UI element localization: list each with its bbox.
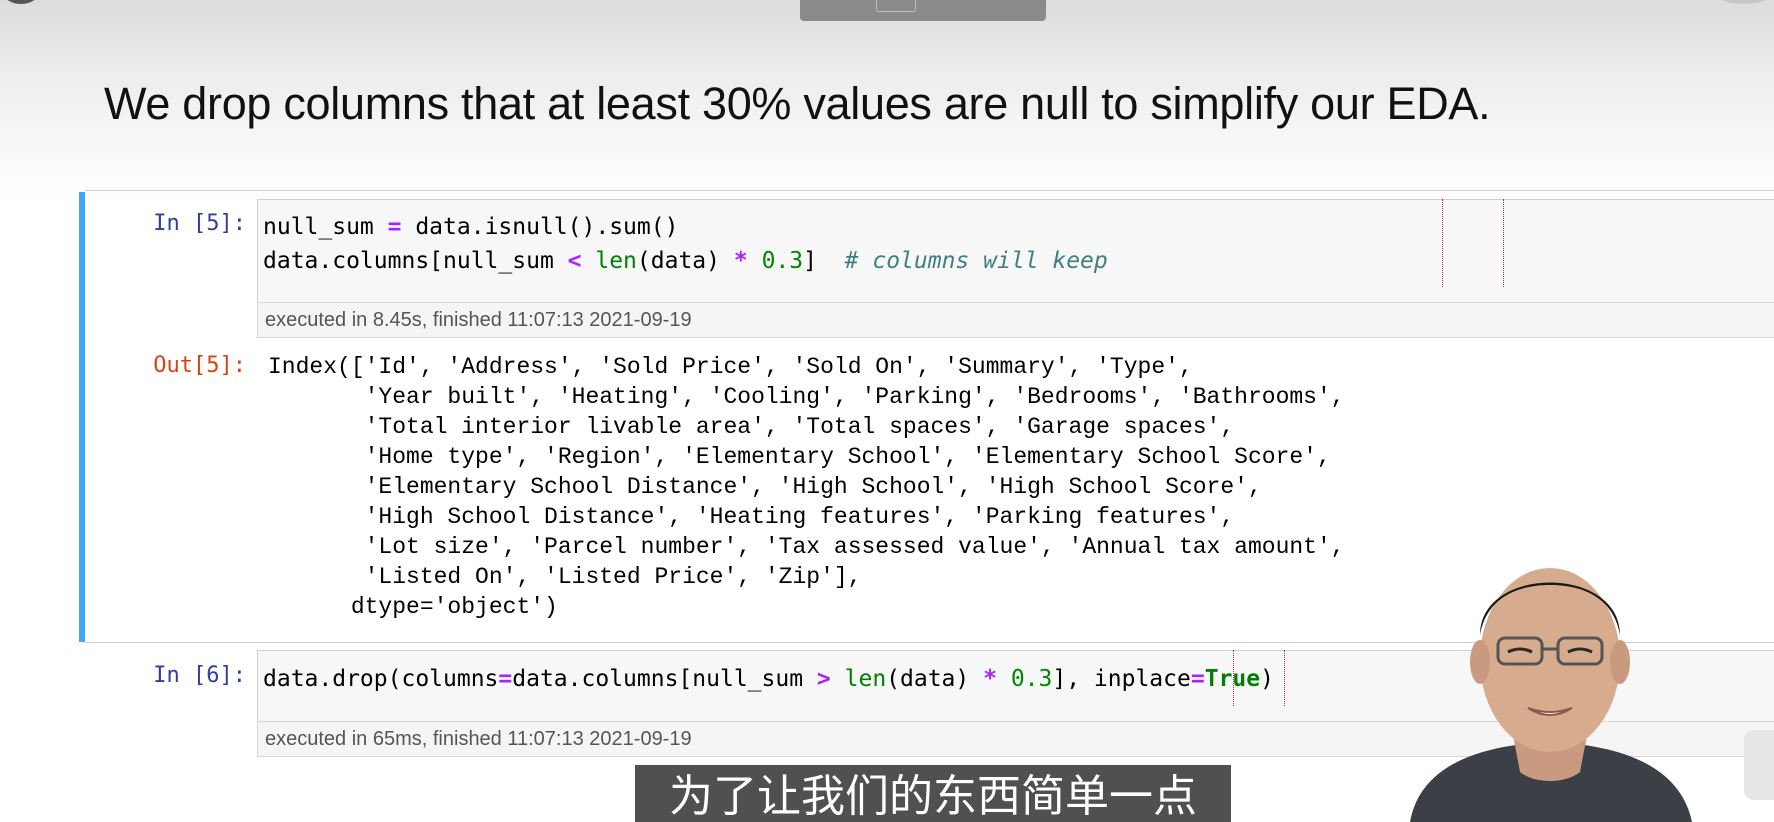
code-token: ]	[803, 248, 845, 274]
slide-background	[0, 0, 1774, 200]
ruler-line	[1442, 199, 1443, 287]
code-token	[582, 248, 596, 274]
code-comment: # columns will keep	[844, 248, 1108, 274]
selected-cell-indicator	[79, 192, 85, 642]
video-subtitle: 为了让我们的东西简单一点	[635, 765, 1231, 822]
side-handle[interactable]	[1744, 730, 1774, 800]
code-builtin: len	[844, 666, 887, 692]
cell-5-output-prompt: Out[5]:	[153, 353, 246, 378]
code-operator: =	[387, 214, 402, 240]
code-token: data.isnull().sum()	[401, 214, 679, 240]
code-token: (data)	[886, 666, 984, 692]
window-control-icon	[0, 0, 42, 4]
code-line-2: data.columns[null_sum < len(data) * 0.3]…	[263, 248, 1108, 274]
ruler-line	[1503, 199, 1504, 287]
code-number: 0.3	[1010, 666, 1053, 692]
code-operator: <	[567, 248, 582, 274]
code-token: (data)	[636, 248, 734, 274]
cell-6-code: data.drop(columns=data.columns[null_sum …	[263, 662, 1274, 696]
slide-headline: We drop columns that at least 30% values…	[104, 78, 1491, 129]
code-line-1: data.drop(columns=data.columns[null_sum …	[263, 666, 1274, 692]
toolbar-tab[interactable]	[800, 0, 1046, 21]
code-keyword: True	[1204, 666, 1261, 692]
code-token: ], inplace	[1052, 666, 1191, 692]
code-operator: =	[498, 666, 513, 692]
code-builtin: len	[595, 248, 637, 274]
code-operator: =	[1190, 666, 1205, 692]
code-token: )	[1260, 666, 1274, 692]
selected-cell-frame[interactable]	[85, 190, 1774, 643]
cell-5-execution-info: executed in 8.45s, finished 11:07:13 202…	[257, 302, 1774, 338]
cell-5-code-editor[interactable]	[257, 199, 1774, 303]
ruler-line	[1284, 650, 1285, 706]
cell-6-input-prompt: In [6]:	[153, 663, 246, 688]
code-token: null_sum	[263, 214, 388, 240]
cell-5-code: null_sum = data.isnull().sum() data.colu…	[263, 210, 1108, 278]
code-operator: *	[983, 666, 997, 692]
code-operator: *	[733, 248, 748, 274]
code-token	[748, 248, 762, 274]
code-token	[831, 666, 845, 692]
code-number: 0.3	[761, 248, 804, 274]
code-token	[997, 666, 1011, 692]
code-token: data.drop(columns	[263, 666, 499, 692]
cell-5-output-text: Index(['Id', 'Address', 'Sold Price', 'S…	[268, 354, 1345, 620]
code-operator: >	[816, 666, 831, 692]
window-corner-shape	[1714, 0, 1774, 4]
code-token: data.columns[null_sum	[263, 248, 568, 274]
code-line-1: null_sum = data.isnull().sum()	[263, 214, 678, 240]
cell-5-input-prompt: In [5]:	[153, 211, 246, 236]
presenter-video	[1410, 568, 1692, 822]
tab-box-icon	[876, 0, 916, 12]
code-token: data.columns[null_sum	[512, 666, 817, 692]
ruler-line	[1233, 650, 1234, 706]
